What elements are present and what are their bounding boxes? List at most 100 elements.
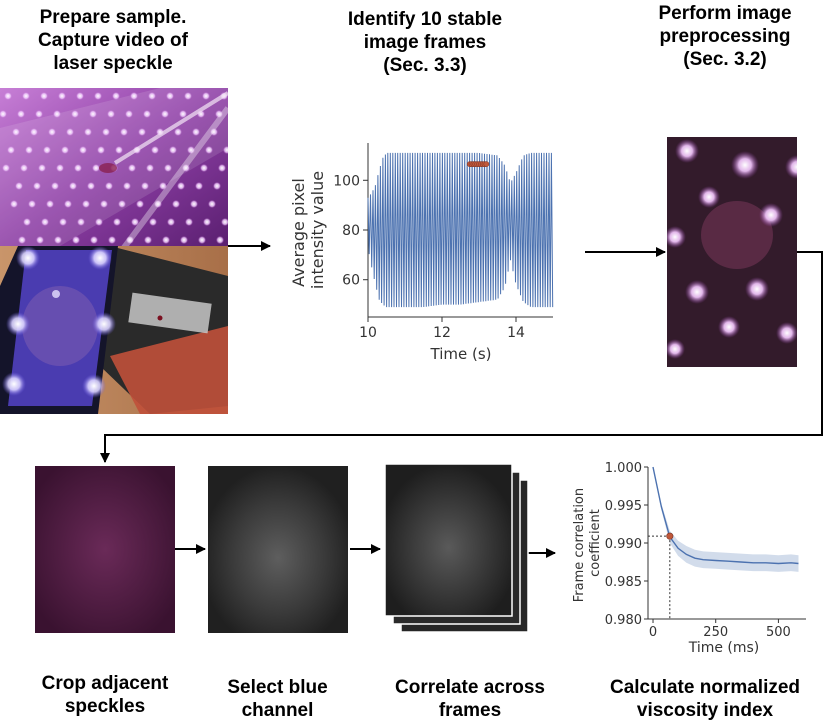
speckle-dot	[30, 128, 38, 136]
speckle-dot	[159, 182, 167, 190]
speckle-dot	[58, 92, 66, 100]
speckle-dot	[0, 110, 7, 118]
intensity-chart-xlabel: Time (s)	[430, 345, 492, 363]
speckle-dot	[213, 182, 221, 190]
speckle-dot	[48, 128, 56, 136]
x-tick-label: 10	[359, 325, 377, 341]
speckle-dot	[221, 218, 228, 226]
step-crop-title: Crop adjacent speckles	[41, 673, 169, 717]
cropped-speckle-image	[35, 466, 175, 633]
speckle-dot	[12, 128, 20, 136]
sample-photo-slide-graphic	[0, 88, 228, 246]
y-tick-label: 0.980	[605, 613, 642, 628]
speckle-dot	[130, 92, 138, 100]
speckle-dot	[82, 200, 90, 208]
speckle-dot	[167, 218, 175, 226]
y-tick-label: 0.990	[605, 537, 642, 552]
speckle-dot	[77, 218, 85, 226]
step-identify-title: Identify 10 stable image frames (Sec. 3.…	[347, 9, 503, 76]
speckle-dot	[138, 128, 146, 136]
x-tick-label: 12	[433, 325, 451, 341]
correlation-confidence-band	[653, 467, 799, 572]
speckle-dot	[208, 200, 216, 208]
stable-frame-point	[483, 161, 490, 167]
speckle-dot	[94, 92, 102, 100]
speckle-dot	[61, 146, 69, 154]
intensity-signal-line	[367, 152, 554, 308]
speckle-dot	[35, 110, 43, 118]
speckle-dot	[20, 164, 28, 172]
cropped-speckle-graphic	[35, 466, 175, 633]
speckle-dot	[205, 146, 213, 154]
speckle-dot	[216, 236, 224, 244]
speckle-dot	[118, 200, 126, 208]
speckle-dot	[148, 92, 156, 100]
speckle-dot	[64, 200, 72, 208]
correlation-line	[652, 466, 799, 565]
speckle-dot	[89, 110, 97, 118]
x-tick-label: 14	[507, 325, 525, 341]
frame-stack	[384, 463, 530, 634]
speckle-dot	[162, 236, 170, 244]
speckle-dot	[51, 182, 59, 190]
speckle-dot	[202, 92, 210, 100]
speckle-dot	[125, 110, 133, 118]
speckle-dot	[43, 146, 51, 154]
speckle-dot	[41, 218, 49, 226]
speckle-dot	[56, 164, 64, 172]
y-tick-label: 60	[342, 273, 360, 289]
speckle-dot	[113, 218, 121, 226]
speckle-dot	[164, 164, 172, 172]
y-tick-label: 0.995	[605, 499, 642, 514]
correlation-chart-xlabel: Time (ms)	[688, 640, 760, 656]
speckle-dot	[79, 146, 87, 154]
speckle-dot	[10, 200, 18, 208]
speckle-dot	[177, 182, 185, 190]
speckle-dot	[151, 146, 159, 154]
step-capture-title: Prepare sample. Capture video of laser s…	[38, 7, 188, 74]
speckle-dot	[46, 200, 54, 208]
speckle-dot	[180, 236, 188, 244]
speckle-dot	[108, 236, 116, 244]
speckle-dot	[184, 92, 192, 100]
speckle-dot	[22, 92, 30, 100]
preprocessed-image-graphic	[667, 137, 797, 367]
speckle-dot	[66, 128, 74, 136]
speckle-dot	[23, 218, 31, 226]
speckle-dot	[128, 164, 136, 172]
speckle-dot	[131, 218, 139, 226]
speckle-dot	[112, 92, 120, 100]
blue-channel-image	[208, 466, 348, 633]
step-select-title: Select blue channel	[227, 677, 328, 721]
speckle-dot	[102, 128, 110, 136]
speckle-dot	[185, 218, 193, 226]
speckle-dot	[7, 146, 15, 154]
speckle-dot	[4, 92, 12, 100]
speckle-dot	[92, 164, 100, 172]
speckle-dot	[18, 236, 26, 244]
speckle-dot	[54, 236, 62, 244]
speckle-dot	[115, 146, 123, 154]
step-calculate-title: Calculate normalized viscosity index	[609, 677, 801, 721]
speckle-dot	[195, 182, 203, 190]
speckle-dot	[87, 182, 95, 190]
speckle-dot	[97, 146, 105, 154]
speckle-dot	[15, 182, 23, 190]
speckle-dot	[136, 200, 144, 208]
speckle-dot	[69, 182, 77, 190]
speckle-dot	[215, 110, 223, 118]
speckle-dot	[59, 218, 67, 226]
speckle-dot	[190, 200, 198, 208]
intensity-chart-ylabel: Average pixel intensity value	[289, 171, 327, 289]
frame-stack-graphic	[384, 463, 529, 633]
speckle-dot	[100, 200, 108, 208]
speckle-dot	[144, 236, 152, 244]
speckle-dot	[95, 218, 103, 226]
x-tick-label: 0	[649, 625, 657, 640]
speckle-dot	[74, 164, 82, 172]
speckle-dot	[218, 164, 226, 172]
speckle-dot	[174, 128, 182, 136]
y-tick-label: 80	[342, 223, 360, 239]
step-correlate-title: Correlate across frames	[395, 677, 545, 721]
speckle-dot	[192, 128, 200, 136]
